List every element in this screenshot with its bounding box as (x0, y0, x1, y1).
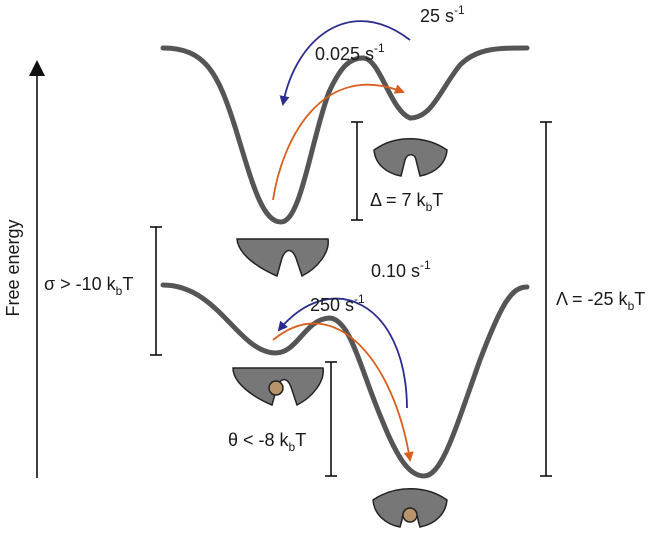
bottom-blue-rate-arrow (277, 297, 408, 409)
sigma-bracket (150, 226, 162, 356)
bottom-blue-rate-label: 0.10 s-1 (371, 258, 431, 281)
bottom-orange-rate-exp: -1 (354, 292, 365, 306)
axis-arrow-icon (29, 60, 45, 76)
top-orange-rate-value: 0.025 s (315, 44, 374, 64)
top-orange-rate-exp: -1 (374, 41, 385, 55)
bottom-orange-rate-value: 250 s (310, 295, 354, 315)
lambda-label: Λ = -25 kbT (556, 289, 645, 313)
bottom-orange-rate-arrow (272, 322, 414, 462)
bottom-orange-rate-label: 250 s-1 (310, 292, 365, 315)
lambda-bracket (540, 121, 552, 477)
top-blue-rate-exp: -1 (454, 3, 465, 17)
ligand-icon (268, 380, 284, 396)
top-blue-rate-label: 25 s-1 (420, 3, 465, 26)
ligand-icon (402, 507, 418, 523)
free-energy-axis: Free energy (3, 60, 45, 478)
top-blue-rate-value: 25 s (420, 6, 454, 26)
top-blue-rate-arrow (279, 20, 411, 106)
top-orange-rate-label: 0.025 s-1 (315, 41, 385, 64)
bottom-blue-rate-value: 0.10 s (371, 261, 420, 281)
delta-bracket (351, 121, 363, 221)
theta-label: θ < -8 kbT (228, 430, 306, 454)
open-bound-protein-icon (232, 367, 324, 407)
bottom-blue-rate-exp: -1 (420, 258, 431, 272)
sigma-label: σ > -10 kbT (44, 274, 133, 298)
open-protein-icon (236, 238, 329, 278)
closed-protein-icon (373, 138, 448, 177)
axis-label: Free energy (3, 219, 23, 316)
bottom-energy-curve (160, 282, 530, 479)
top-energy-curve (160, 45, 530, 225)
delta-label: Δ = 7 kbT (370, 190, 443, 214)
top-orange-rate-arrow (272, 84, 405, 201)
theta-bracket (325, 361, 337, 477)
